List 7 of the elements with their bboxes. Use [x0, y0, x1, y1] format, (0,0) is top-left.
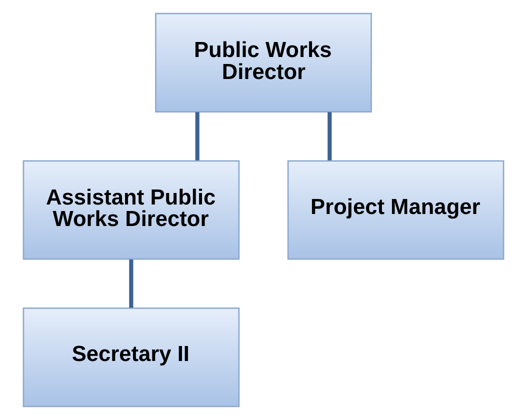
node-box: Public Works Director: [155, 12, 372, 112]
connector: [129, 259, 134, 308]
connector: [195, 112, 200, 160]
node-box: Project Manager: [287, 160, 504, 260]
node-box: Secretary II: [22, 308, 240, 408]
connector: [328, 112, 332, 160]
node-box: Assistant Public Works Director: [22, 160, 240, 260]
